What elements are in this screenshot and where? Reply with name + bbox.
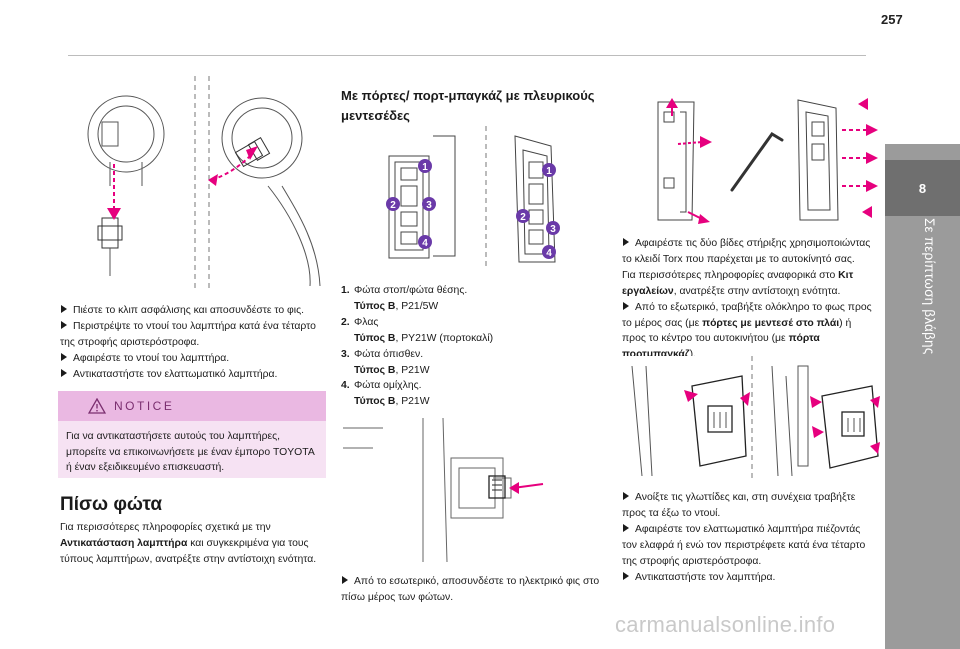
step-item: Πιέστε το κλιπ ασφάλισης και αποσυνδέστε… bbox=[60, 303, 328, 319]
step-item: Αφαιρέστε τον ελαττωματικό λαμπτήρα πιέζ… bbox=[622, 523, 866, 567]
arrow-bullet-icon bbox=[342, 576, 348, 584]
chapter-number: 8 bbox=[885, 160, 960, 216]
unplug-step: Από το εσωτερικό, αποσυνδέστε το ηλεκτρι… bbox=[341, 574, 603, 606]
step-item: Από το εξωτερικό, τραβήξτε ολόκληρο το φ… bbox=[622, 301, 872, 361]
removal-instructions: Αφαιρέστε τις δύο βίδες στήριξης χρησιμο… bbox=[622, 236, 874, 363]
rear-lamp-callout-figure: 1 2 3 4 1 2 3 4 bbox=[343, 126, 605, 270]
arrow-bullet-icon bbox=[623, 492, 629, 500]
connector-figure bbox=[343, 418, 605, 562]
list-item: 4.Φώτα ομίχλης. Τύπος B, P21W bbox=[341, 380, 430, 408]
step-item: Περιστρέψτε το ντουί του λαμπτήρα κατά έ… bbox=[60, 320, 316, 348]
torx-removal-figure bbox=[622, 82, 884, 228]
arrow-bullet-icon bbox=[61, 320, 67, 329]
notice-header: NOTICE bbox=[58, 391, 326, 421]
arrow-bullet-icon bbox=[61, 368, 67, 377]
bulb-replacement-ref: Αντικατάσταση λαμπτήρα bbox=[60, 537, 188, 549]
step-item: Από το εσωτερικό, αποσυνδέστε το ηλεκτρι… bbox=[341, 576, 600, 603]
svg-text:1: 1 bbox=[546, 166, 552, 177]
notice-body: Για να αντικαταστήσετε αυτούς του λαμπτή… bbox=[66, 431, 315, 474]
rear-lights-heading: Πίσω φώτα bbox=[60, 494, 163, 515]
chapter-side-tab bbox=[885, 144, 960, 649]
bulb-replacement-steps: Ανοίξτε τις γλωττίδες και, στη συνέχεια … bbox=[622, 490, 874, 585]
fog-lamp-figure bbox=[62, 76, 324, 290]
step-item: Αφαιρέστε το ντουί του λαμπτήρα. bbox=[60, 351, 328, 367]
svg-text:3: 3 bbox=[426, 200, 432, 211]
step-item: Ανοίξτε τις γλωττίδες και, στη συνέχεια … bbox=[622, 492, 856, 519]
arrow-bullet-icon bbox=[61, 305, 67, 313]
step-item: Αφαιρέστε τις δύο βίδες στήριξης χρησιμο… bbox=[622, 238, 871, 265]
callout-markers-left: 1 2 3 4 bbox=[386, 159, 436, 249]
fog-lamp-steps: Πιέστε το κλιπ ασφάλισης και αποσυνδέστε… bbox=[60, 303, 328, 383]
arrow-bullet-icon bbox=[623, 571, 629, 580]
notice-box: NOTICE Για να αντικαταστήσετε αυτούς του… bbox=[58, 391, 326, 478]
tool-kit-info: Για περισσότερες πληροφορίες αναφορικά σ… bbox=[622, 269, 854, 297]
arrow-bullet-icon bbox=[623, 301, 629, 310]
arrow-bullet-icon bbox=[623, 523, 629, 532]
svg-text:4: 4 bbox=[422, 238, 428, 249]
warning-triangle-icon bbox=[88, 398, 106, 414]
chapter-title: Σε περίπτωση βλάβης bbox=[922, 218, 937, 355]
bulb-type-list: 1.Φώτα στοπ/φώτα θέσης. Τύπος B, P21/5W … bbox=[341, 283, 581, 410]
list-item: 2.Φλας Τύπος B, PY21W (πορτοκαλί) bbox=[341, 316, 494, 344]
header-rule bbox=[68, 55, 866, 56]
list-item: 1.Φώτα στοπ/φώτα θέσης. Τύπος B, P21/5W bbox=[341, 285, 468, 312]
page-number: 257 bbox=[881, 12, 903, 27]
tool-kit-ref: Κιτ εργαλείων bbox=[622, 269, 854, 297]
step-item: Αντικαταστήστε τον ελαττωματικό λαμπτήρα… bbox=[60, 367, 328, 383]
step-item: Αντικαταστήστε τον λαμπτήρα. bbox=[622, 570, 874, 586]
bulb-holder-figure bbox=[622, 356, 884, 482]
svg-text:2: 2 bbox=[520, 212, 526, 223]
callout-markers-right: 1 2 3 4 bbox=[516, 163, 560, 259]
notice-title: NOTICE bbox=[114, 399, 175, 413]
svg-text:3: 3 bbox=[550, 224, 556, 235]
list-item: 3.Φώτα όπισθεν. Τύπος B, P21W bbox=[341, 348, 430, 376]
rear-lights-intro: Για περισσότερες πληροφορίες σχετικά με … bbox=[60, 522, 317, 565]
arrow-bullet-icon bbox=[623, 238, 629, 246]
arrow-bullet-icon bbox=[61, 352, 67, 361]
svg-text:4: 4 bbox=[546, 248, 552, 259]
svg-text:1: 1 bbox=[422, 162, 428, 173]
watermark: carmanualsonline.info bbox=[615, 612, 836, 637]
side-hinged-doors-heading: Με πόρτες/ πορτ-μπαγκάζ με πλευρικούς με… bbox=[341, 88, 595, 123]
svg-text:2: 2 bbox=[390, 200, 396, 211]
